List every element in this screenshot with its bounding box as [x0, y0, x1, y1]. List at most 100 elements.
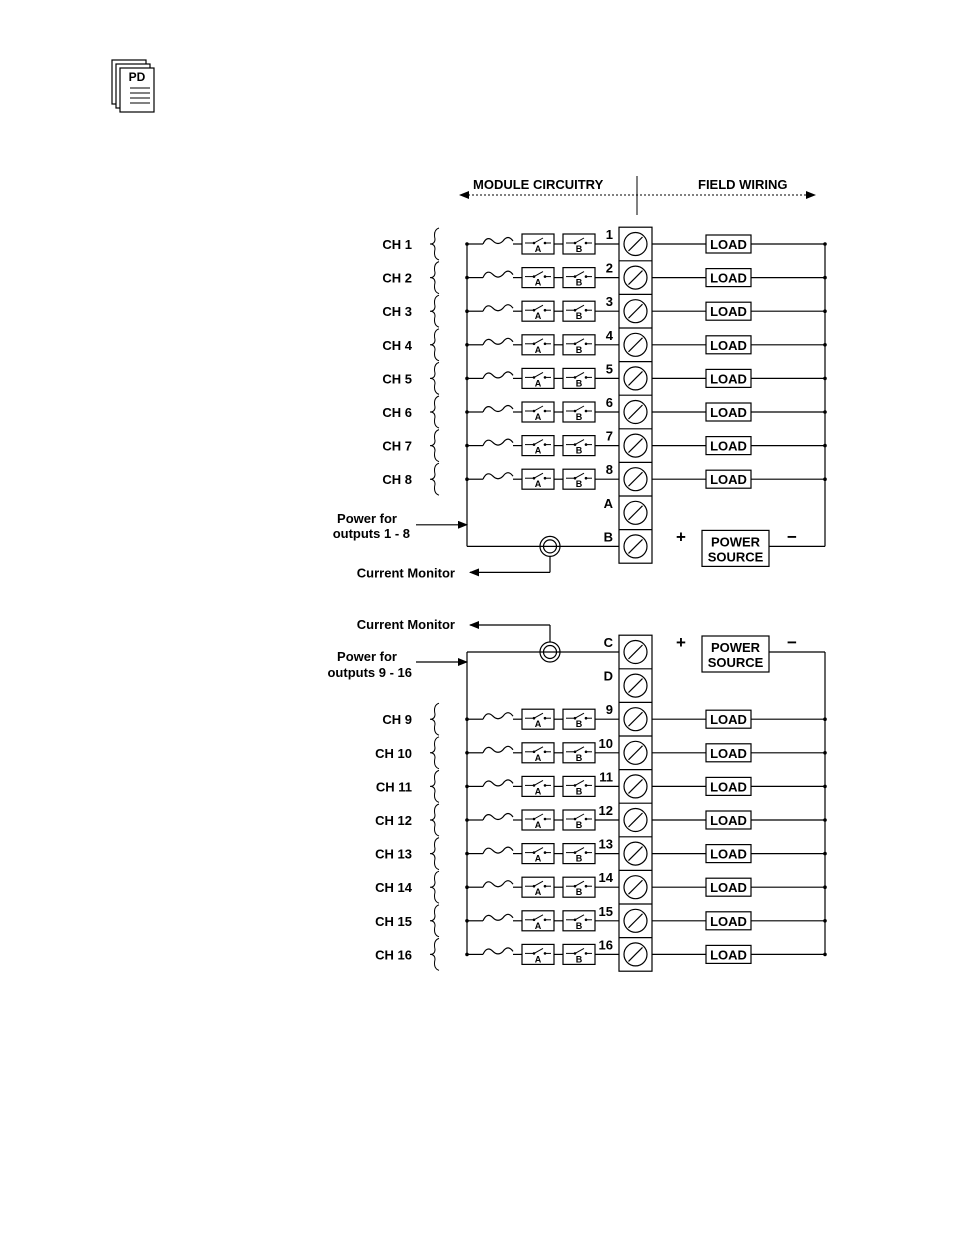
- field-wiring-label: FIELD WIRING: [698, 177, 788, 192]
- channel-label: CH 3: [382, 304, 412, 319]
- switch-letter: B: [576, 820, 583, 830]
- switch-letter: B: [576, 311, 583, 321]
- switch-a: A: [521, 809, 555, 831]
- switch-letter: A: [535, 311, 542, 321]
- terminal-screw: [623, 875, 648, 900]
- current-monitor-label: Current Monitor: [357, 565, 455, 580]
- terminal-number: 9: [606, 702, 613, 717]
- minus-sign: −: [787, 633, 797, 652]
- fuse-icon: [482, 913, 514, 922]
- load-label: LOAD: [710, 237, 747, 252]
- switch-letter: A: [535, 786, 542, 796]
- terminal-number: 15: [599, 904, 613, 919]
- fuse-icon: [482, 846, 514, 854]
- plus-sign: +: [676, 527, 686, 546]
- switch-b: B: [562, 367, 596, 389]
- fuse-icon: [482, 812, 514, 821]
- load-label: LOAD: [710, 779, 747, 794]
- channel-brace: [429, 261, 440, 295]
- switch-letter: A: [535, 820, 542, 830]
- switch-b: B: [562, 775, 596, 798]
- fuse-icon: [482, 779, 514, 787]
- power-for-label: outputs 1 - 8: [333, 526, 410, 541]
- channel-label: CH 5: [382, 371, 412, 386]
- switch-a: A: [521, 876, 555, 898]
- switch-a: A: [521, 334, 555, 356]
- switch-letter: A: [535, 921, 542, 931]
- fuse-icon: [482, 880, 514, 888]
- power-source-line: POWER: [711, 640, 761, 655]
- terminal-number: 7: [606, 429, 613, 444]
- fuse-icon: [482, 472, 514, 480]
- load-label: LOAD: [710, 847, 747, 862]
- terminal-screw: [623, 500, 648, 525]
- terminal-number: 8: [606, 462, 613, 477]
- switch-b: B: [562, 742, 596, 764]
- switch-letter: A: [535, 446, 542, 456]
- fuse-icon: [482, 337, 514, 346]
- terminal-screw: [623, 908, 648, 933]
- load-box: LOAD: [705, 911, 752, 931]
- channel-brace: [429, 328, 440, 362]
- switch-letter: A: [535, 753, 542, 763]
- fuse-icon: [482, 947, 514, 955]
- terminal-number: 10: [599, 736, 613, 751]
- plus-sign: +: [676, 633, 686, 652]
- pdf-icon-text: PD: [129, 70, 146, 84]
- switch-b: B: [562, 876, 596, 898]
- switch-a: A: [521, 300, 555, 322]
- channel-brace: [429, 462, 440, 496]
- switch-b: B: [562, 401, 596, 423]
- fuse-icon: [482, 304, 514, 312]
- section-header: MODULE CIRCUITRY FIELD WIRING: [459, 176, 816, 215]
- load-box: LOAD: [705, 743, 752, 763]
- load-box: LOAD: [705, 301, 752, 321]
- switch-letter: B: [576, 479, 583, 489]
- channel-label: CH 15: [375, 914, 412, 929]
- terminal-number: 4: [606, 328, 614, 343]
- switch-letter: A: [535, 479, 542, 489]
- load-label: LOAD: [710, 746, 747, 761]
- switch-a: A: [521, 267, 555, 289]
- switch-letter: B: [576, 753, 583, 763]
- switch-letter: A: [535, 887, 542, 897]
- load-box: LOAD: [705, 944, 752, 965]
- power-for-label: Power for: [337, 649, 397, 664]
- power-for-label: outputs 9 - 16: [327, 665, 412, 680]
- channel-brace: [429, 702, 440, 736]
- channel-brace: [429, 769, 440, 803]
- terminal-screw: [623, 639, 648, 665]
- switch-letter: B: [576, 278, 583, 288]
- load-box: LOAD: [705, 436, 752, 456]
- channel-label: CH 2: [382, 271, 412, 286]
- channel-brace: [429, 736, 440, 770]
- switch-letter: B: [576, 244, 583, 254]
- fuse-icon: [482, 371, 514, 379]
- switch-b: B: [562, 910, 596, 932]
- module-circuitry-label: MODULE CIRCUITRY: [473, 177, 604, 192]
- power-source-line: SOURCE: [708, 655, 764, 670]
- terminal-number: 11: [599, 769, 613, 784]
- power-source-line: POWER: [711, 534, 761, 549]
- channel-brace: [429, 294, 440, 328]
- load-box: LOAD: [705, 469, 752, 489]
- switch-b: B: [562, 708, 596, 730]
- channel-brace: [429, 395, 440, 429]
- channel-label: CH 14: [375, 880, 413, 895]
- terminal-number: 12: [599, 803, 613, 818]
- load-label: LOAD: [710, 338, 747, 353]
- switch-b: B: [562, 468, 596, 490]
- terminal-letter: D: [604, 669, 613, 684]
- channel-label: CH 13: [375, 847, 412, 862]
- channel-brace: [429, 361, 440, 395]
- terminal-screw: [623, 942, 648, 967]
- load-label: LOAD: [710, 271, 747, 286]
- switch-letter: B: [576, 446, 583, 456]
- terminal-number: 14: [599, 870, 614, 885]
- channel-brace: [429, 870, 440, 904]
